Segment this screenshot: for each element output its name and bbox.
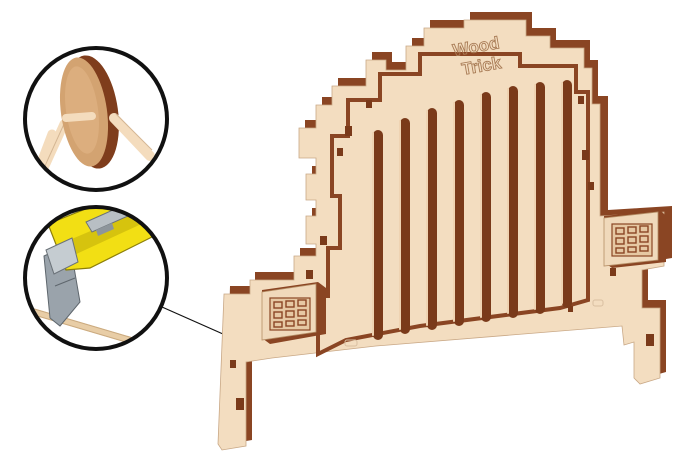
comb-slot <box>481 92 491 322</box>
comb-slot <box>508 86 518 318</box>
comb-slot <box>373 130 383 340</box>
comb-slot <box>562 80 572 308</box>
comb-slot <box>427 108 437 330</box>
comb-slot <box>454 100 464 326</box>
connector-block-left <box>262 282 326 344</box>
callout-leader-line <box>162 307 232 338</box>
detail-callout-disc <box>25 48 167 190</box>
comb-slot <box>535 82 545 314</box>
detail-callout-knife <box>14 192 170 355</box>
connector-block-right <box>604 210 666 268</box>
block-grid <box>612 224 652 256</box>
block-grid <box>270 298 310 330</box>
comb-slot <box>400 118 410 334</box>
